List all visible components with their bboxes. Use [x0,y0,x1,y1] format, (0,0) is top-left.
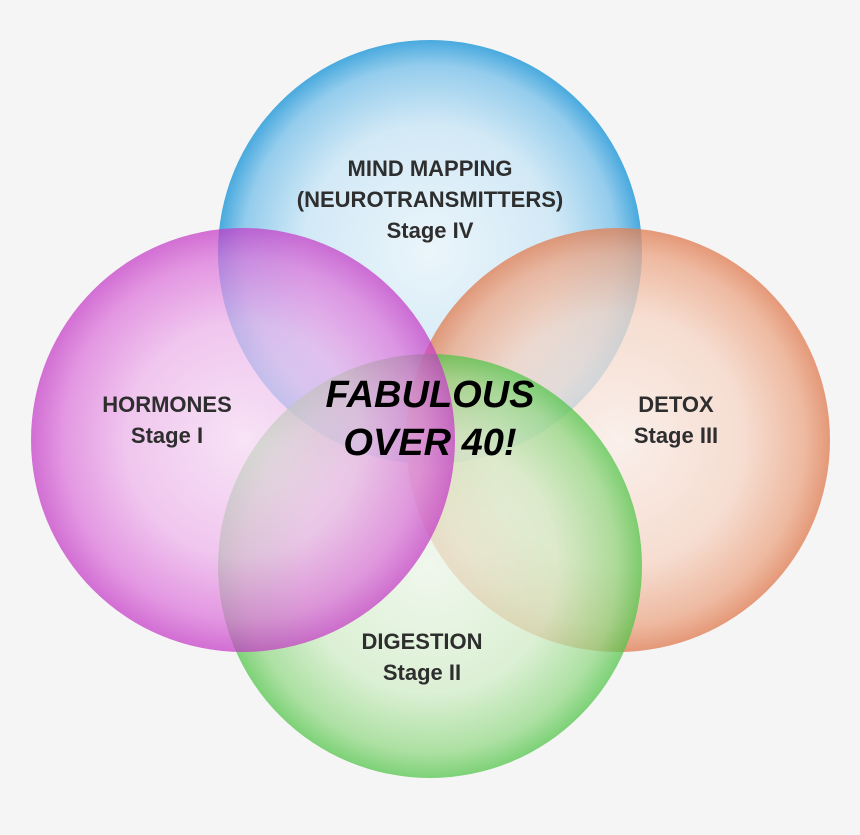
digestion-title: DIGESTION [361,629,482,654]
hormones-stage: Stage I [131,423,203,448]
center-title-line2: OVER 40! [343,422,516,464]
detox-title: DETOX [638,392,714,417]
circle-hormones [31,228,455,652]
hormones-title: HORMONES [102,392,232,417]
center-title-line1: FABULOUS [326,374,535,416]
mind-mapping-subtitle: (NEUROTRANSMITTERS) [297,187,563,212]
mind-mapping-stage: Stage IV [387,218,474,243]
digestion-stage: Stage II [383,660,461,685]
detox-stage: Stage III [634,423,718,448]
mind-mapping-title: MIND MAPPING [348,156,513,181]
